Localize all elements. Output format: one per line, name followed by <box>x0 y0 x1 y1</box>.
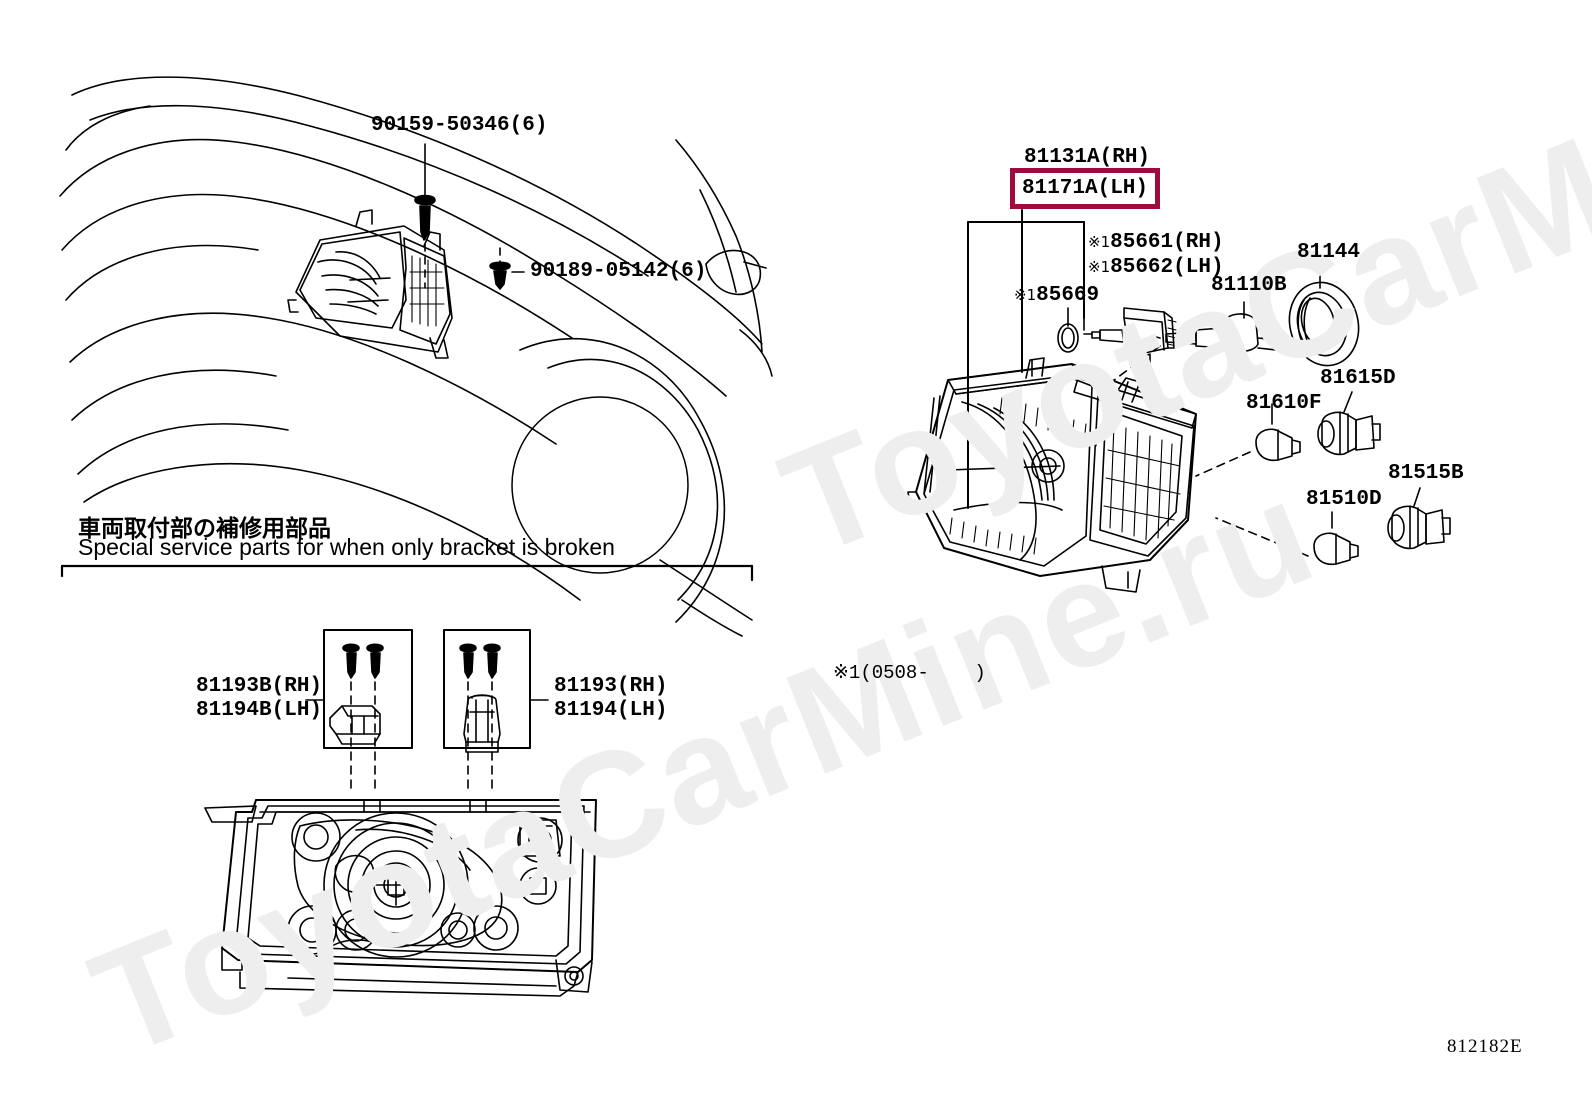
label-81510D: 81510D <box>1306 488 1382 511</box>
headlamp-assembly-exploded <box>907 209 1197 593</box>
highlighted-part-label: 81171A(LH) <box>1021 177 1149 200</box>
special-section-title-en: Special service parts for when only brac… <box>78 534 615 560</box>
label-85669: ※185669 <box>1014 283 1099 310</box>
screw-90189 <box>489 247 525 290</box>
part-85661-85662-motor <box>1083 307 1177 365</box>
label-81131A-rh: 81131A(RH) <box>1024 146 1151 169</box>
special-section-title-jp: 車両取付部の補修用部品 <box>78 516 331 542</box>
part-81615D-socket <box>1317 391 1381 456</box>
vehicle-front-illustration <box>59 76 773 637</box>
part-number-85662: 85662(LH) <box>1110 256 1224 279</box>
headlamp-rear-housing <box>204 799 597 997</box>
reference-mark-85661: ※1 <box>1088 233 1111 251</box>
label-81615D: 81615D <box>1320 367 1396 390</box>
installed-headlamp <box>287 209 453 359</box>
label-81194-lh: 81194(LH) <box>554 699 668 722</box>
part-81515B-socket <box>1387 487 1451 550</box>
label-90159-50346: 90159-50346(6) <box>371 114 548 137</box>
label-81515B: 81515B <box>1388 462 1464 485</box>
part-85669 <box>1057 307 1079 353</box>
part-81610F-bulb <box>1195 403 1301 477</box>
part-number-85669: 85669 <box>1036 284 1100 307</box>
label-81193B-rh: 81193B(RH) <box>196 675 323 698</box>
footnote-reference: ※1(0508- ) <box>833 662 986 684</box>
part-number-85661: 85661(RH) <box>1110 231 1224 254</box>
part-81510D-bulb <box>1215 511 1359 566</box>
label-81110B: 81110B <box>1211 274 1287 297</box>
clip-box-right <box>443 629 531 791</box>
label-81144: 81144 <box>1297 241 1361 264</box>
part-81110B-bulb <box>1097 301 1281 393</box>
highlighted-part-81171A[interactable]: 81171A(LH) <box>1010 168 1160 209</box>
screw-90159 <box>414 143 436 289</box>
reference-mark-85662: ※1 <box>1088 258 1111 276</box>
reference-mark-85669: ※1 <box>1014 286 1037 304</box>
label-81193-rh: 81193(RH) <box>554 675 668 698</box>
special-section-rule <box>60 564 754 582</box>
label-81194B-lh: 81194B(LH) <box>196 699 323 722</box>
part-81144-seal <box>1288 267 1360 367</box>
label-85662-lh: ※185662(LH) <box>1088 255 1224 282</box>
label-81610F: 81610F <box>1246 392 1322 415</box>
diagram-code: 812182E <box>1447 1036 1523 1057</box>
clip-box-left <box>323 629 413 791</box>
label-85661-rh: ※185661(RH) <box>1088 230 1224 257</box>
label-90189-05142: 90189-05142(6) <box>530 260 707 283</box>
